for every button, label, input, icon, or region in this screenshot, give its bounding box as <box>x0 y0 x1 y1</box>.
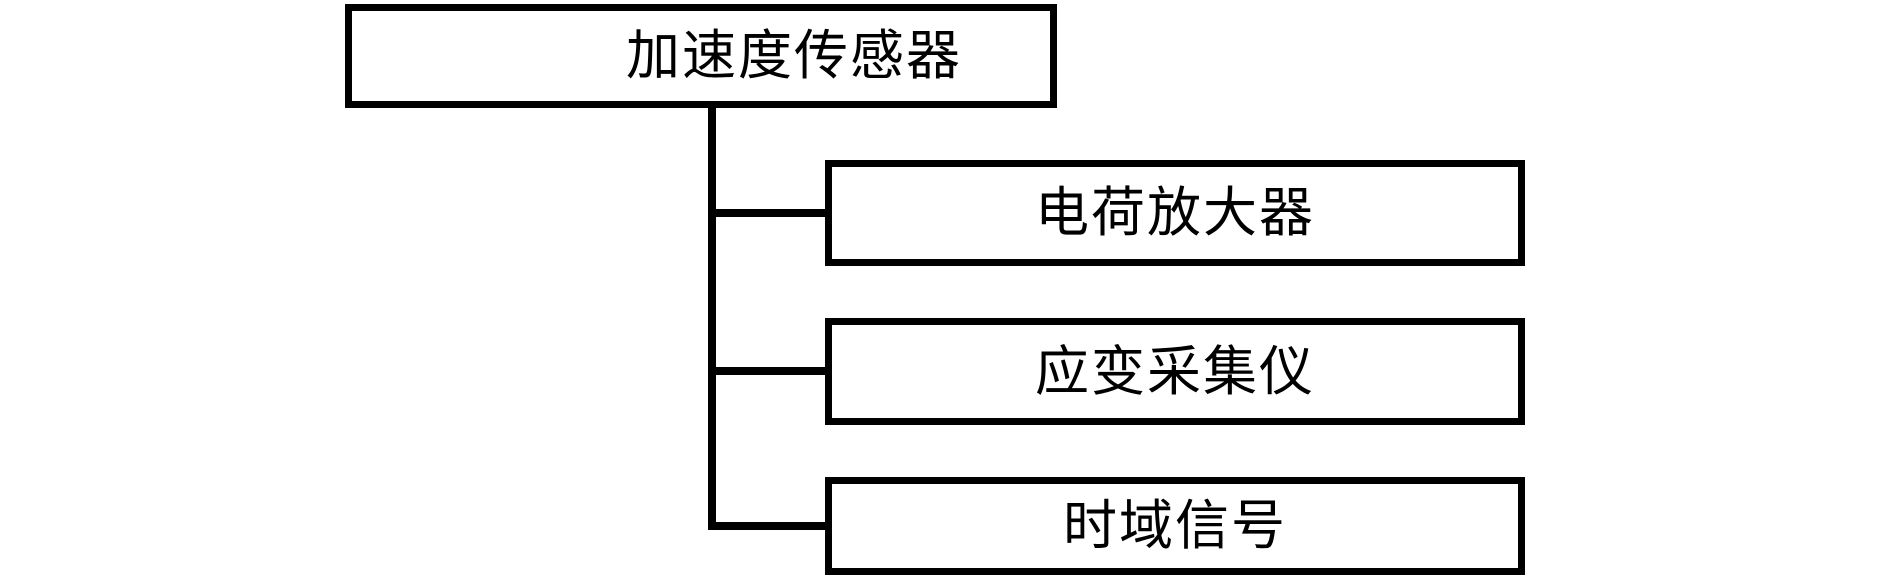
node-label-acceleration-sensor: 加速度传感器 <box>626 24 962 87</box>
node-charge-amplifier[interactable]: 电荷放大器 <box>825 160 1525 266</box>
edge-branch-charge-amplifier <box>708 209 829 217</box>
node-strain-acquisition-instrument[interactable]: 应变采集仪 <box>825 318 1525 425</box>
node-label-charge-amplifier: 电荷放大器 <box>1035 181 1315 244</box>
node-label-time-domain-signal: 时域信号 <box>1063 494 1287 557</box>
node-label-strain-acquisition-instrument: 应变采集仪 <box>1035 339 1315 403</box>
edge-trunk-vertical <box>708 104 716 530</box>
edge-branch-strain-acquisition-instrument <box>708 367 829 375</box>
node-acceleration-sensor[interactable]: 加速度传感器 <box>345 4 1057 108</box>
edge-branch-time-domain-signal <box>708 522 829 530</box>
node-time-domain-signal[interactable]: 时域信号 <box>825 477 1525 575</box>
